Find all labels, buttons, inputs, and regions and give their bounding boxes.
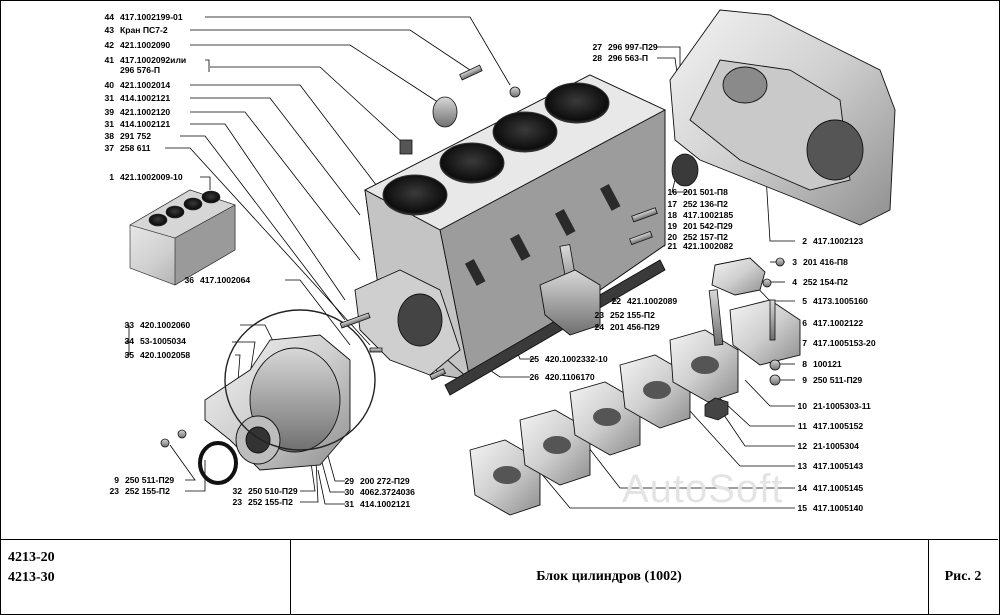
callout-label: 296 576-П [120,65,161,75]
timing-cover [204,309,376,471]
model-number: 4213-20 [8,550,55,565]
flywheel-housing [669,9,896,226]
label-brackets [125,59,210,356]
figure-number: Рис. 2 [944,569,982,584]
model-numbers-cell: 4213-20 4213-30 [0,540,291,614]
exploded-view-drawing [125,9,896,516]
bearing-cap-bores [493,356,719,484]
title-block: 4213-20 4213-30 Блок цилиндров (1002) Ри… [0,539,998,614]
drawing-title: Блок цилиндров (1002) [536,569,682,584]
bracket [539,257,766,336]
figure-number-cell: Рис. 2 [928,540,998,614]
leader-lines [165,16,795,509]
drawing-title-cell: Блок цилиндров (1002) [290,540,929,614]
seal-rings [198,96,699,485]
watermark: AutoSoft [622,467,784,511]
model-number: 4213-30 [8,570,55,585]
engine-thumbnail [129,189,236,286]
